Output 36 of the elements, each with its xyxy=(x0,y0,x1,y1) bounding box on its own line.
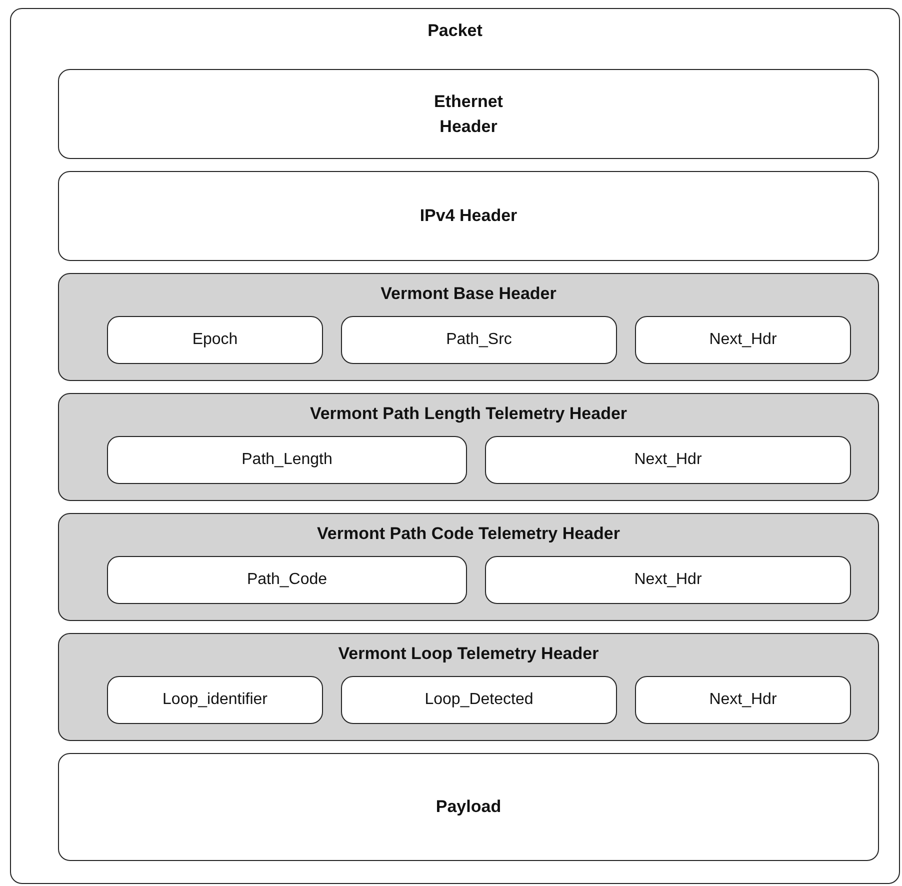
header-box xyxy=(58,171,879,261)
header-title: IPv4 Header xyxy=(420,205,518,228)
field-label: Path_Code xyxy=(246,571,328,589)
header-box xyxy=(58,69,879,159)
header-title: Ethernet Header xyxy=(433,90,504,138)
field-label: Loop_Detected xyxy=(424,691,534,709)
field-label: Path_Src xyxy=(446,331,512,349)
field-box xyxy=(107,676,323,724)
header-title: Payload xyxy=(436,796,502,818)
field-label: Loop_identifier xyxy=(162,691,268,709)
field-label: Next_Hdr xyxy=(709,331,777,349)
field-label: Next_Hdr xyxy=(709,691,777,709)
field-box xyxy=(107,436,467,484)
header-group xyxy=(58,633,879,741)
header-title: Vermont Base Header xyxy=(380,284,558,304)
field-box xyxy=(485,556,851,604)
field-label: Path_Length xyxy=(242,451,332,469)
field-box xyxy=(107,556,467,604)
header-group xyxy=(58,513,879,621)
field-box xyxy=(635,676,851,724)
field-label: Next_Hdr xyxy=(634,571,702,589)
header-group xyxy=(58,273,879,381)
field-box xyxy=(341,676,617,724)
field-box xyxy=(485,436,851,484)
header-title: Vermont Path Length Telemetry Header xyxy=(308,404,628,424)
field-box xyxy=(635,316,851,364)
header-title: Packet xyxy=(426,21,484,41)
packet-frame xyxy=(10,8,900,884)
header-title: Vermont Loop Telemetry Header xyxy=(337,644,600,664)
field-box xyxy=(341,316,617,364)
header-group xyxy=(58,393,879,501)
field-box xyxy=(107,316,323,364)
header-title: Vermont Path Code Telemetry Header xyxy=(316,524,621,544)
field-label: Next_Hdr xyxy=(634,451,702,469)
field-label: Epoch xyxy=(192,331,238,349)
header-box xyxy=(58,753,879,861)
